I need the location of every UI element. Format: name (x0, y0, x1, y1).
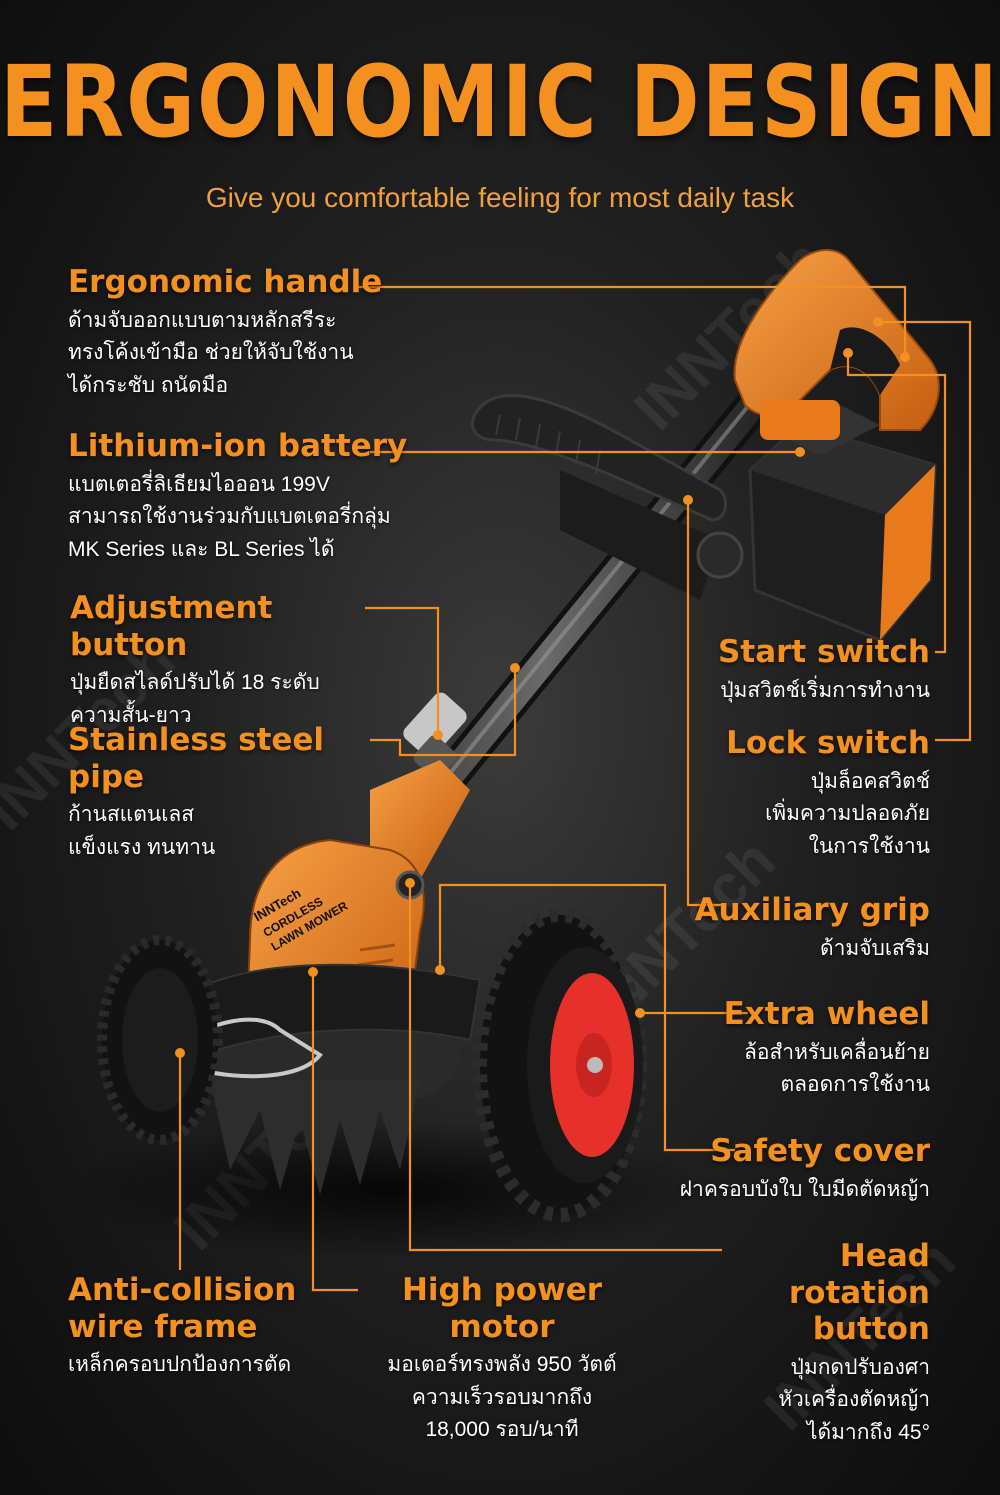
feature-title: Adjustment button (70, 590, 273, 663)
feature-start-switch: Start switch ปุ่มสวิตช์เริ่มการทำงาน (640, 634, 930, 707)
auxiliary-grip (471, 394, 744, 600)
rear-handle (733, 249, 940, 440)
description-line: MK Series และ BL Series ได้ (68, 537, 335, 561)
feature-title: Ergonomic handle (68, 264, 383, 300)
description-line: เหล็กครอบปกป้องการตัด (68, 1353, 292, 1377)
description-line: ด้ามจับออกแบบตามหลักสรีระ (68, 308, 337, 332)
title-line: wire frame (68, 1308, 258, 1345)
feature-description: ล้อสำหรับเคลื่อนย้าย ตลอดการใช้งาน (680, 1037, 930, 1102)
feature-extra-wheel: Extra wheel ล้อสำหรับเคลื่อนย้าย ตลอดการ… (680, 996, 930, 1102)
description-line: ตลอดการใช้งาน (780, 1073, 930, 1097)
description-line: ปุ่มล็อคสวิตช์ (810, 769, 930, 793)
description-line: ทรงโค้งเข้ามือ ช่วยให้จับใช้งาน (68, 341, 354, 365)
feature-description: ปุ่มยืดสไลด์ปรับได้ 18 ระดับ ความสั้น-ยา… (70, 667, 370, 732)
title-line: button (812, 1311, 930, 1348)
description-line: เพิ่มความปลอดภัย (765, 802, 930, 826)
feature-description: ปุ่มสวิตช์เริ่มการทำงาน (640, 675, 930, 708)
description-line: ได้กระชับ ถนัดมือ (68, 373, 229, 397)
feature-title: Extra wheel (723, 996, 930, 1032)
feature-title: Auxiliary grip (694, 892, 930, 928)
feature-title: Lithium-ion battery (68, 428, 408, 464)
feature-lock-switch: Lock switch ปุ่มล็อคสวิตช์ เพิ่มความปลอด… (660, 725, 930, 863)
feature-title: Stainless steel pipe (68, 722, 325, 795)
description-line: ล้อสำหรับเคลื่อนย้าย (743, 1040, 930, 1064)
description-line: ฝาครอบบังใบ ใบมีดตัดหญ้า (679, 1177, 930, 1201)
feature-ergonomic-handle: Ergonomic handle ด้ามจับออกแบบตามหลักสรี… (68, 264, 398, 402)
description-line: ความสั้น-ยาว (70, 703, 192, 727)
extra-wheel (473, 908, 647, 1222)
feature-title: Lock switch (726, 725, 930, 761)
callout-lines (175, 285, 972, 1292)
feature-anti-collision: Anti-collision wire frame เหล็กครอบปกป้อ… (68, 1272, 348, 1382)
description-line: ปุ่มยืดสไลด์ปรับได้ 18 ระดับ (70, 671, 320, 695)
title-line: Head rotation (788, 1238, 930, 1311)
feature-description: ปุ่มล็อคสวิตช์ เพิ่มความปลอดภัย ในการใช้… (660, 766, 930, 864)
description-line: แบตเตอรี่ลิเธียมไอออน 199V (68, 472, 330, 496)
page-subtitle: Give you comfortable feeling for most da… (205, 182, 795, 213)
feature-description: ฝาครอบบังใบ ใบมีดตัดหญ้า (650, 1174, 930, 1207)
description-line: ในการใช้งาน (808, 834, 930, 858)
feature-title: Start switch (718, 634, 930, 670)
feature-title: Head rotation button (690, 1238, 930, 1348)
description-line: หัวเครื่องตัดหญ้า (778, 1388, 930, 1412)
feature-description: แบตเตอรี่ลิเธียมไอออน 199V สามารถใช้งานร… (68, 469, 428, 567)
description-line: ด้ามจับเสริม (819, 936, 930, 960)
feature-description: มอเตอร์ทรงพลัง 950 วัตต์ ความเร็วรอบมากถ… (352, 1349, 652, 1447)
feature-safety-cover: Safety cover ฝาครอบบังใบ ใบมีดตัดหญ้า (650, 1133, 930, 1206)
feature-lithium-battery: Lithium-ion battery แบตเตอรี่ลิเธียมไอออ… (68, 428, 428, 566)
feature-title: Safety cover (710, 1133, 930, 1169)
feature-description: ด้ามจับออกแบบตามหลักสรีระ ทรงโค้งเข้ามือ… (68, 305, 398, 403)
feature-title: High power motor (401, 1272, 603, 1345)
description-line: ก้านสแตนเลส (68, 803, 195, 827)
description-line: มอเตอร์ทรงพลัง 950 วัตต์ (387, 1353, 617, 1377)
description-line: แข็งแรง ทนทาน (68, 835, 216, 859)
title-line: Anti-collision (68, 1272, 297, 1308)
blade-assembly (164, 963, 482, 1195)
page-title: ERGONOMIC DESIGN (0, 43, 1000, 160)
feature-auxiliary-grip: Auxiliary grip ด้ามจับเสริม (680, 892, 930, 965)
feature-adjustment-button: Adjustment button ปุ่มยืดสไลด์ปรับได้ 18… (70, 590, 370, 732)
description-line: สามารถใช้งานร่วมกับแบตเตอรี่กลุ่ม (68, 505, 391, 529)
back-wheel (97, 935, 223, 1145)
feature-description: ปุ่มกดปรับองศา หัวเครื่องตัดหญ้า ได้มากถ… (690, 1352, 930, 1450)
feature-description: เหล็กครอบปกป้องการตัด (68, 1349, 348, 1382)
feature-head-rotation: Head rotation button ปุ่มกดปรับองศา หัวเ… (690, 1238, 930, 1449)
description-line: 18,000 รอบ/นาที (425, 1418, 579, 1442)
feature-stainless-pipe: Stainless steel pipe ก้านสแตนเลส แข็งแรง… (68, 722, 378, 864)
feature-title: Anti-collision wire frame (68, 1272, 348, 1345)
feature-motor: High power motor มอเตอร์ทรงพลัง 950 วัตต… (352, 1272, 652, 1447)
description-line: ความเร็วรอบมากถึง (411, 1385, 593, 1409)
feature-description: ด้ามจับเสริม (680, 933, 930, 966)
description-line: ปุ่มกดปรับองศา (790, 1355, 930, 1379)
feature-description: ก้านสแตนเลส แข็งแรง ทนทาน (68, 799, 378, 864)
description-line: ปุ่มสวิตช์เริ่มการทำงาน (720, 678, 930, 702)
description-line: ได้มากถึง 45° (806, 1420, 930, 1444)
